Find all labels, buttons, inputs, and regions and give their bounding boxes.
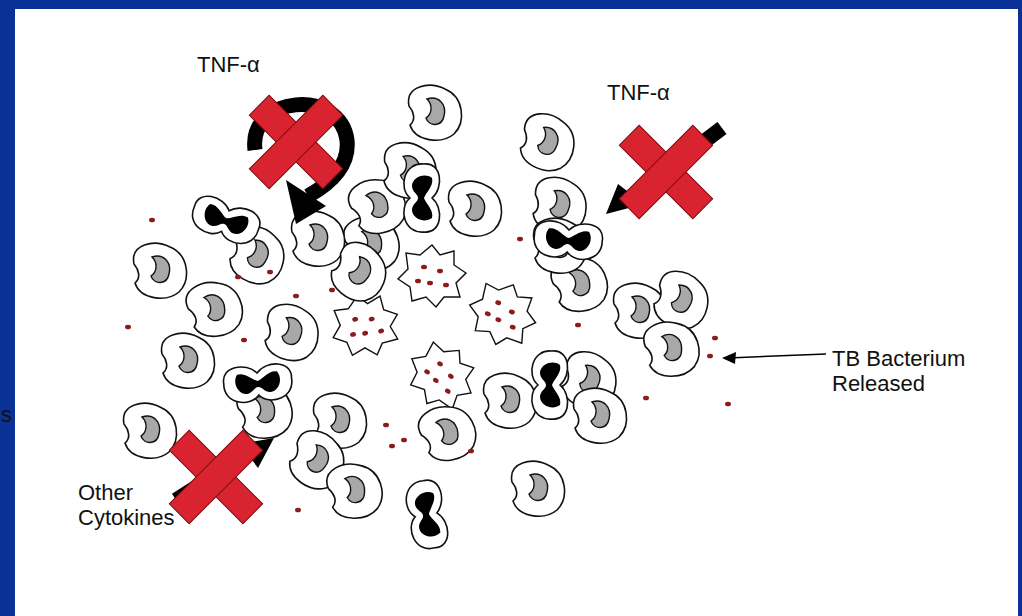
- leader-arrowhead: [722, 352, 736, 364]
- necrotic-cell: [460, 273, 545, 355]
- frame-bar: [1018, 0, 1022, 616]
- necrotic-cell: [398, 245, 466, 307]
- frame-bar: [0, 0, 15, 616]
- annotation-label: s: [1, 402, 31, 427]
- leader-line: [728, 354, 826, 358]
- annotation-label: TB Bacterium Released: [832, 346, 1012, 396]
- annotation-label: TNF-α: [607, 80, 727, 105]
- annotation-label: TNF-α: [197, 52, 317, 77]
- blocked-arrow: [606, 125, 722, 218]
- annotation-label: Other Cytokines: [78, 480, 190, 530]
- frame-bar: [0, 0, 1022, 9]
- blocked-arrow: [169, 430, 274, 523]
- blocked-arrow: [249, 95, 347, 224]
